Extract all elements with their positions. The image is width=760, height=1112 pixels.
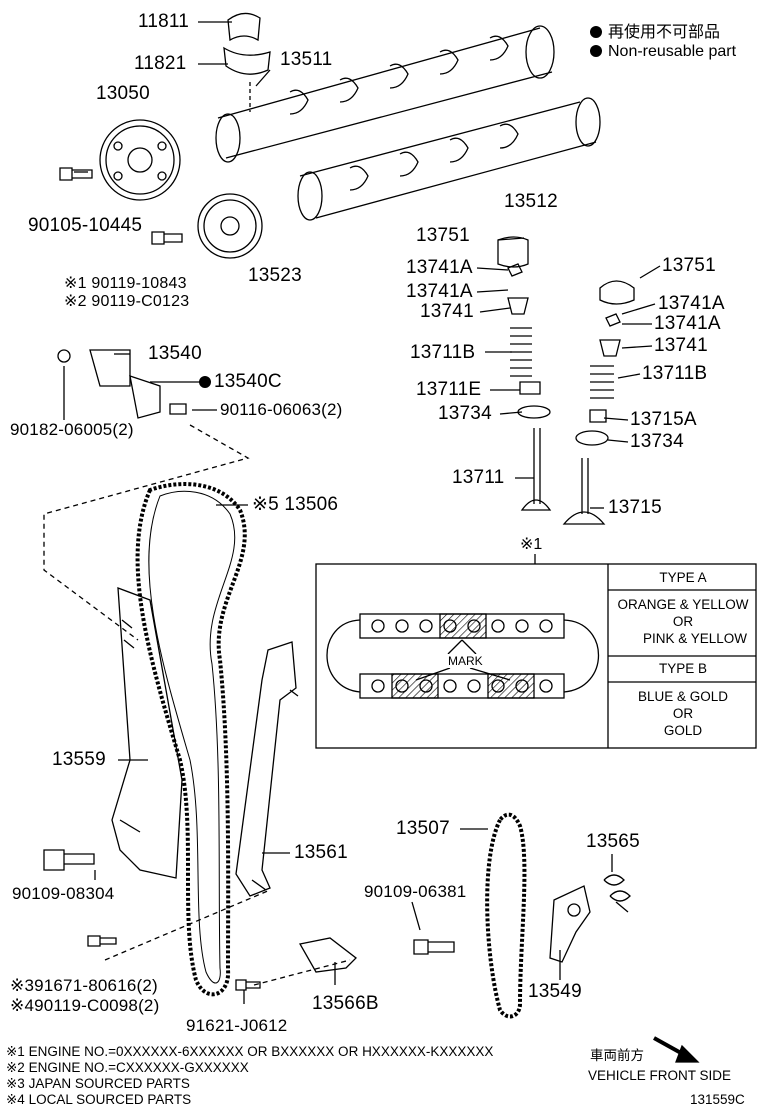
part-13549: 13549 — [528, 981, 582, 1002]
note-1: ※1 ENGINE NO.=0XXXXXX-6XXXXXX OR BXXXXXX… — [6, 1044, 494, 1059]
note-2: ※2 ENGINE NO.=CXXXXXX-GXXXXXX — [6, 1060, 249, 1075]
part-13734-right: 13734 — [630, 431, 684, 452]
part-13715: 13715 — [608, 497, 662, 518]
part-13741-left: 13741 — [420, 301, 474, 322]
direction-jp: 車両前方 — [590, 1048, 644, 1063]
note-4: ※4 LOCAL SOURCED PARTS — [6, 1092, 192, 1107]
type-b-line1: BLUE & GOLD — [637, 689, 729, 704]
type-a-header: TYPE A — [659, 570, 707, 585]
part-13741A-right-1: 13741A — [658, 293, 725, 314]
part-13565: 13565 — [586, 831, 640, 852]
part-11821: 11821 — [134, 53, 187, 74]
part-13559: 13559 — [52, 749, 106, 770]
inset-ref: ※1 — [520, 536, 543, 553]
part-11811: 11811 — [138, 11, 190, 32]
part-13506: ※5 13506 — [252, 494, 339, 515]
part-91621-J0612: 91621-J0612 — [186, 1016, 288, 1035]
part-13711E: 13711E — [416, 379, 482, 400]
part-90119-C0098: ※490119-C0098(2) — [10, 996, 160, 1015]
part-13711B-left: 13711B — [410, 342, 476, 363]
part-90109-08304: 90109-08304 — [12, 884, 115, 903]
part-13561: 13561 — [294, 842, 348, 863]
part-13751-right: 13751 — [662, 255, 716, 276]
part-13050: 13050 — [96, 83, 150, 104]
part-13751-left: 13751 — [416, 225, 470, 246]
type-a-line2: OR — [672, 614, 694, 629]
type-a-line1: ORANGE & YELLOW — [617, 597, 749, 612]
part-90116-06063: 90116-06063(2) — [220, 400, 343, 419]
part-13734-left: 13734 — [438, 403, 492, 424]
type-b-line2: OR — [672, 706, 694, 721]
part-13741A-left-1: 13741A — [406, 257, 473, 278]
direction-en: VEHICLE FRONT SIDE — [588, 1068, 732, 1083]
part-13566B: 13566B — [312, 993, 379, 1014]
note-3: ※3 JAPAN SOURCED PARTS — [6, 1076, 190, 1091]
type-b-header: TYPE B — [658, 661, 707, 676]
part-13507: 13507 — [396, 818, 450, 839]
part-90109-06381: 90109-06381 — [364, 882, 467, 901]
part-13711: 13711 — [452, 467, 505, 488]
part-13540C: 13540C — [214, 371, 282, 392]
part-13523: 13523 — [248, 265, 302, 286]
part-13540: 13540 — [148, 343, 202, 364]
part-90182-06005: 90182-06005(2) — [10, 420, 134, 439]
part-13741-right: 13741 — [654, 335, 708, 356]
legend-en: Non-reusable part — [608, 43, 737, 60]
part-13715A: 13715A — [630, 409, 697, 430]
part-13711B-right: 13711B — [642, 363, 708, 384]
illustration-id: 131559C — [690, 1092, 745, 1107]
type-b-line3: GOLD — [663, 723, 703, 738]
part-90119-C0123: ※2 90119-C0123 — [64, 293, 190, 310]
legend-jp: 再使用不可部品 — [608, 24, 721, 41]
part-91671-80616: ※391671-80616(2) — [10, 976, 158, 995]
part-90105-10445: 90105-10445 — [28, 215, 143, 236]
part-13512: 13512 — [504, 191, 558, 212]
part-90119-10843: ※1 90119-10843 — [64, 275, 187, 292]
mark-label: MARK — [446, 654, 485, 668]
type-a-line3: PINK & YELLOW — [642, 631, 748, 646]
part-13741A-left-2: 13741A — [406, 281, 473, 302]
part-13511: 13511 — [280, 49, 333, 70]
part-13741A-right-2: 13741A — [654, 313, 721, 334]
